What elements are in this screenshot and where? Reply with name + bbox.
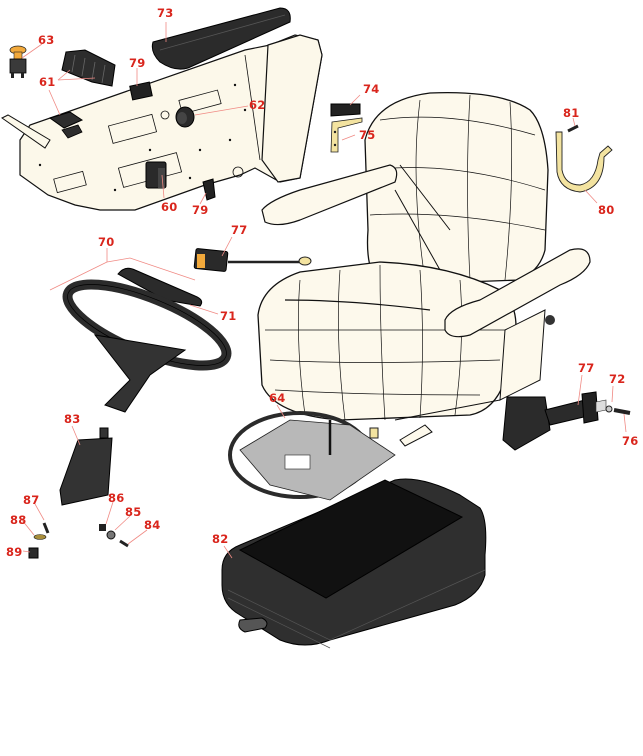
callout-82: 82 xyxy=(212,532,229,546)
callout-74: 74 xyxy=(363,82,380,96)
small-hardware xyxy=(28,522,129,559)
part-79-plug-bottom xyxy=(202,178,216,201)
part-79-plug-top xyxy=(129,81,153,101)
leader-lines xyxy=(21,22,627,559)
part-74-75-switch-bracket xyxy=(330,103,363,153)
callout-77-retractor: 77 xyxy=(578,361,595,375)
part-73-armrest-pad xyxy=(151,7,291,70)
callout-77-buckle: 77 xyxy=(231,223,248,237)
callout-83: 83 xyxy=(64,412,81,426)
callout-60: 60 xyxy=(161,200,178,214)
callout-76: 76 xyxy=(622,434,639,448)
callout-79-top: 79 xyxy=(129,56,146,70)
callout-86: 86 xyxy=(108,491,125,505)
callout-72: 72 xyxy=(609,372,626,386)
part-83-steering-unit xyxy=(59,427,113,506)
part-61-rocker-switches xyxy=(48,49,116,139)
part-82-suspension-base xyxy=(221,478,487,649)
callout-88: 88 xyxy=(10,513,27,527)
part-80-81-clamp xyxy=(555,124,613,193)
callout-63: 63 xyxy=(38,33,55,47)
part-seat xyxy=(257,91,591,447)
callout-81: 81 xyxy=(563,106,580,120)
callout-71: 71 xyxy=(220,309,237,323)
part-64-suspension-plate xyxy=(228,411,396,501)
control-panel xyxy=(1,34,323,211)
part-63-push-button xyxy=(9,45,27,78)
callout-61: 61 xyxy=(39,75,56,89)
part-70-steering-wheel xyxy=(62,267,232,413)
callout-87: 87 xyxy=(23,493,40,507)
callout-80: 80 xyxy=(598,203,615,217)
callout-84: 84 xyxy=(144,518,161,532)
callout-85: 85 xyxy=(125,505,142,519)
part-77-belt-buckle xyxy=(193,248,312,272)
callout-73: 73 xyxy=(157,6,174,20)
callout-75: 75 xyxy=(359,128,376,142)
part-62-rotary-knob xyxy=(175,106,195,128)
callout-79-bottom: 79 xyxy=(192,203,209,217)
part-77-72-76-retractor xyxy=(502,391,631,451)
callout-62: 62 xyxy=(249,98,266,112)
callout-70: 70 xyxy=(98,235,115,249)
part-60-rocker-switch xyxy=(145,161,167,189)
callout-89: 89 xyxy=(6,545,23,559)
callout-64: 64 xyxy=(269,391,286,405)
